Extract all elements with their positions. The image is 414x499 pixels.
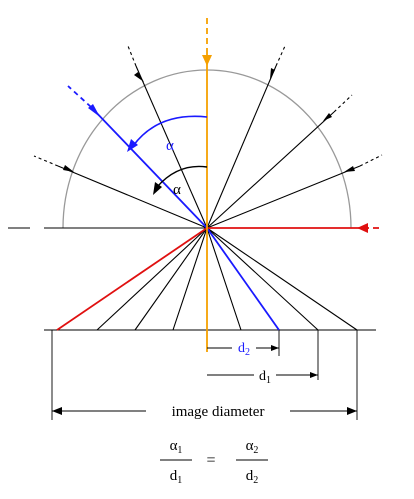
image-diameter-label: image diameter <box>172 404 265 420</box>
ratio-equation: α1 d1 = α2 d2 <box>160 438 268 486</box>
proj-ray-5 <box>206 227 319 331</box>
d1-label: d1 <box>259 369 271 386</box>
eq-equals: = <box>206 452 215 469</box>
red-ray <box>56 227 381 331</box>
blue-ray-incoming <box>90 106 208 229</box>
diam-arrow-right <box>347 407 357 415</box>
d1-arrow-right <box>310 372 318 378</box>
ray-left-1-dash <box>127 45 137 67</box>
orange-ray-arrowhead <box>202 55 212 66</box>
arrowhead-right-1 <box>270 68 275 79</box>
ray-left-3-dash <box>33 155 59 167</box>
arrowhead-left-1 <box>134 72 144 82</box>
ray-right-2-dash <box>333 94 353 113</box>
angle-arc-blue <box>132 115 208 147</box>
projected-rays <box>96 227 358 331</box>
d2-arrow-right <box>271 345 279 351</box>
eq-lhs-denominator: d1 <box>170 468 183 486</box>
eq-rhs-numerator: α2 <box>246 438 259 456</box>
ray-right-2 <box>206 111 335 229</box>
proj-ray-2 <box>134 227 208 331</box>
red-ray-arrowhead <box>357 223 368 233</box>
ray-left-3 <box>57 165 208 229</box>
image-diameter-dimension <box>51 330 358 420</box>
eq-lhs-numerator: α1 <box>170 438 183 456</box>
ray-right-1 <box>206 65 277 229</box>
eq-rhs-denominator: d2 <box>246 468 259 486</box>
ray-arrowheads <box>63 68 355 172</box>
diam-arrow-left <box>52 407 62 415</box>
proj-ray-6 <box>206 227 358 331</box>
angle-arc-black-arrowhead <box>153 182 162 195</box>
ray-right-1-dash <box>275 45 286 67</box>
d2-label: d2 <box>238 341 250 358</box>
ray-left-1 <box>135 65 208 229</box>
ray-right-3-dash <box>359 154 383 167</box>
proj-ray-3 <box>172 227 208 331</box>
incoming-rays <box>33 45 383 229</box>
alpha-black-label: α <box>173 182 181 198</box>
alpha-blue-label: α <box>166 138 174 154</box>
angle-arc-blue-arrowhead <box>127 139 138 152</box>
blue-ray-arrowhead <box>88 104 100 117</box>
blue-ray-dash <box>67 85 92 108</box>
blue-ray <box>67 85 280 331</box>
arrowhead-left-3 <box>63 165 74 172</box>
ray-right-3 <box>206 165 361 229</box>
proj-ray-1 <box>96 227 208 331</box>
arrowhead-right-2 <box>323 113 332 121</box>
arrowhead-right-3 <box>344 166 355 172</box>
red-ray-projected <box>56 227 208 331</box>
angle-arc-black <box>156 165 208 188</box>
proj-ray-4 <box>206 227 242 331</box>
blue-ray-projected <box>206 227 280 331</box>
